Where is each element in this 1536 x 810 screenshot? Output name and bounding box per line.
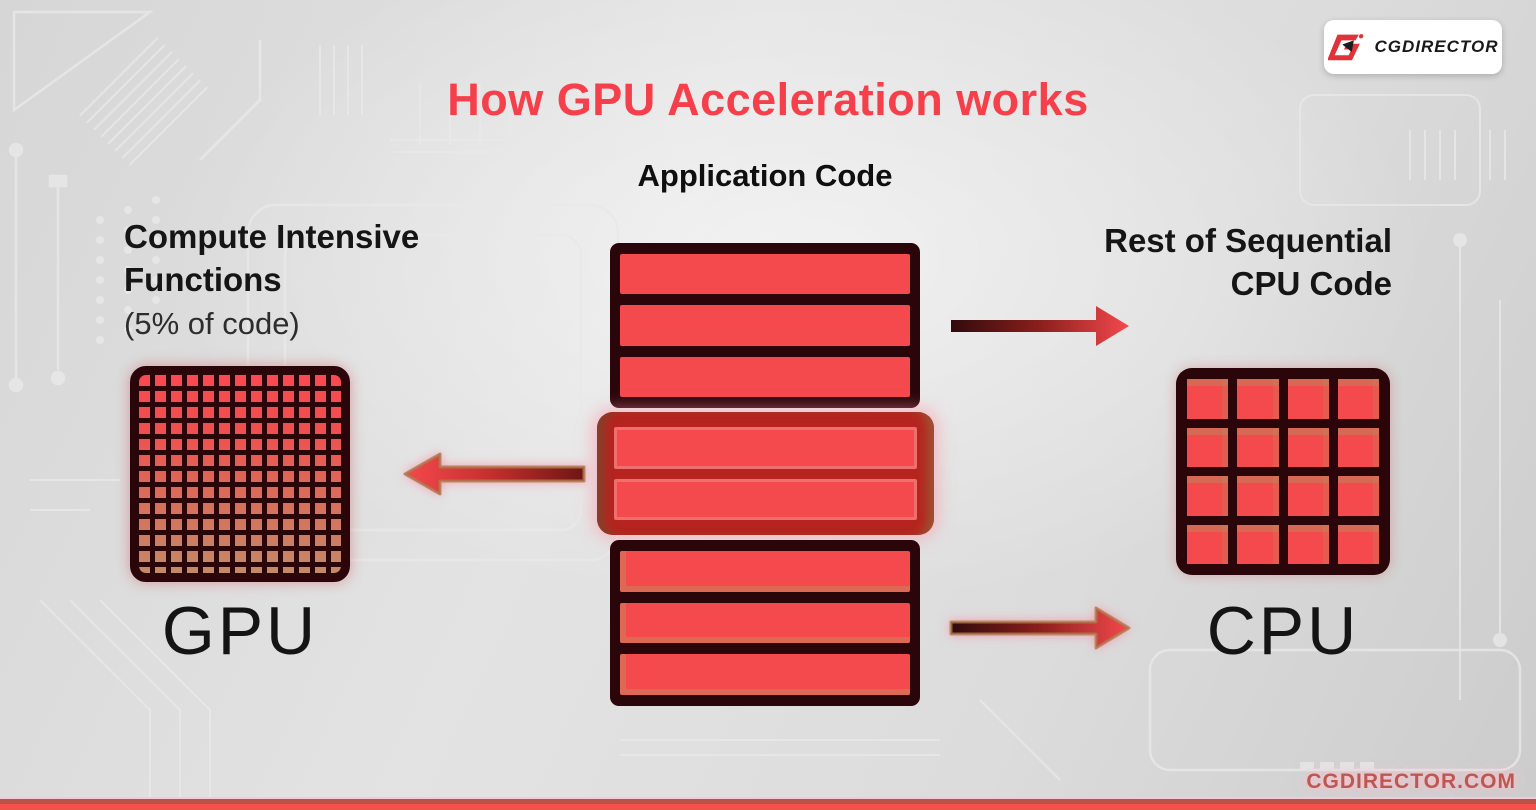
- code-bar: [620, 305, 910, 346]
- cpu-grid-cell: [1237, 427, 1279, 467]
- bottom-stripe-brown: [0, 799, 1536, 804]
- bottom-stripe-pink: [0, 797, 1536, 799]
- cpu-grid-cell: [1337, 379, 1379, 419]
- cpu-grid-cell: [1187, 427, 1229, 467]
- gpu-chip-icon: [130, 366, 350, 582]
- code-bar-highlighted: [614, 478, 917, 520]
- cpu-grid-cell: [1187, 476, 1229, 516]
- cpu-label: CPU: [1206, 593, 1360, 669]
- cpu-grid-cell: [1287, 427, 1329, 467]
- gpu-label: GPU: [161, 593, 319, 669]
- cpu-grid-cell: [1287, 524, 1329, 564]
- cgdirector-logo: CGDIRECTOR: [1324, 20, 1502, 74]
- code-bar-highlighted: [614, 427, 917, 469]
- code-bar: [620, 654, 910, 696]
- cpu-chip-icon: [1176, 368, 1390, 575]
- cpu-grid-cell: [1287, 476, 1329, 516]
- cpu-description-line2: CPU Code: [1230, 265, 1392, 302]
- bottom-stripe-red: [0, 804, 1536, 810]
- cpu-grid-cell: [1187, 379, 1229, 419]
- cpu-description-line1: Rest of Sequential: [1104, 222, 1392, 259]
- cgdirector-g-icon: [1327, 34, 1363, 61]
- code-bar: [620, 356, 910, 397]
- cpu-grid-cell: [1337, 524, 1379, 564]
- cpu-grid-cell: [1187, 524, 1229, 564]
- cpu-description: Rest of Sequential CPU Code: [1104, 219, 1392, 305]
- cpu-grid-cell: [1237, 476, 1279, 516]
- footer-site-url: CGDIRECTOR.COM: [1306, 770, 1516, 793]
- arrow-to-gpu-icon: [403, 452, 586, 496]
- cpu-grid-cell: [1337, 427, 1379, 467]
- arrow-to-cpu-bottom-icon: [949, 606, 1131, 650]
- page-title: How GPU Acceleration works: [447, 74, 1089, 125]
- application-code-label: Application Code: [637, 158, 893, 193]
- code-bar: [620, 254, 910, 295]
- gpu-description-line2: Functions: [124, 261, 282, 298]
- gpu-description: Compute Intensive Functions (5% of code): [124, 215, 419, 346]
- code-block-top: [610, 243, 920, 408]
- code-bar: [620, 602, 910, 644]
- cpu-grid-cell: [1237, 379, 1279, 419]
- logo-text: CGDIRECTOR: [1374, 37, 1499, 56]
- cpu-grid-cell: [1237, 524, 1279, 564]
- code-block-highlighted-compute-intensive: [597, 412, 934, 535]
- gpu-description-subline: (5% of code): [124, 306, 300, 341]
- code-bar: [620, 551, 910, 592]
- gpu-description-line1: Compute Intensive: [124, 218, 420, 255]
- code-block-bottom: [610, 540, 920, 706]
- cpu-grid-cell: [1337, 476, 1379, 516]
- cpu-grid-cell: [1287, 379, 1329, 419]
- arrow-to-cpu-top-icon: [951, 306, 1129, 346]
